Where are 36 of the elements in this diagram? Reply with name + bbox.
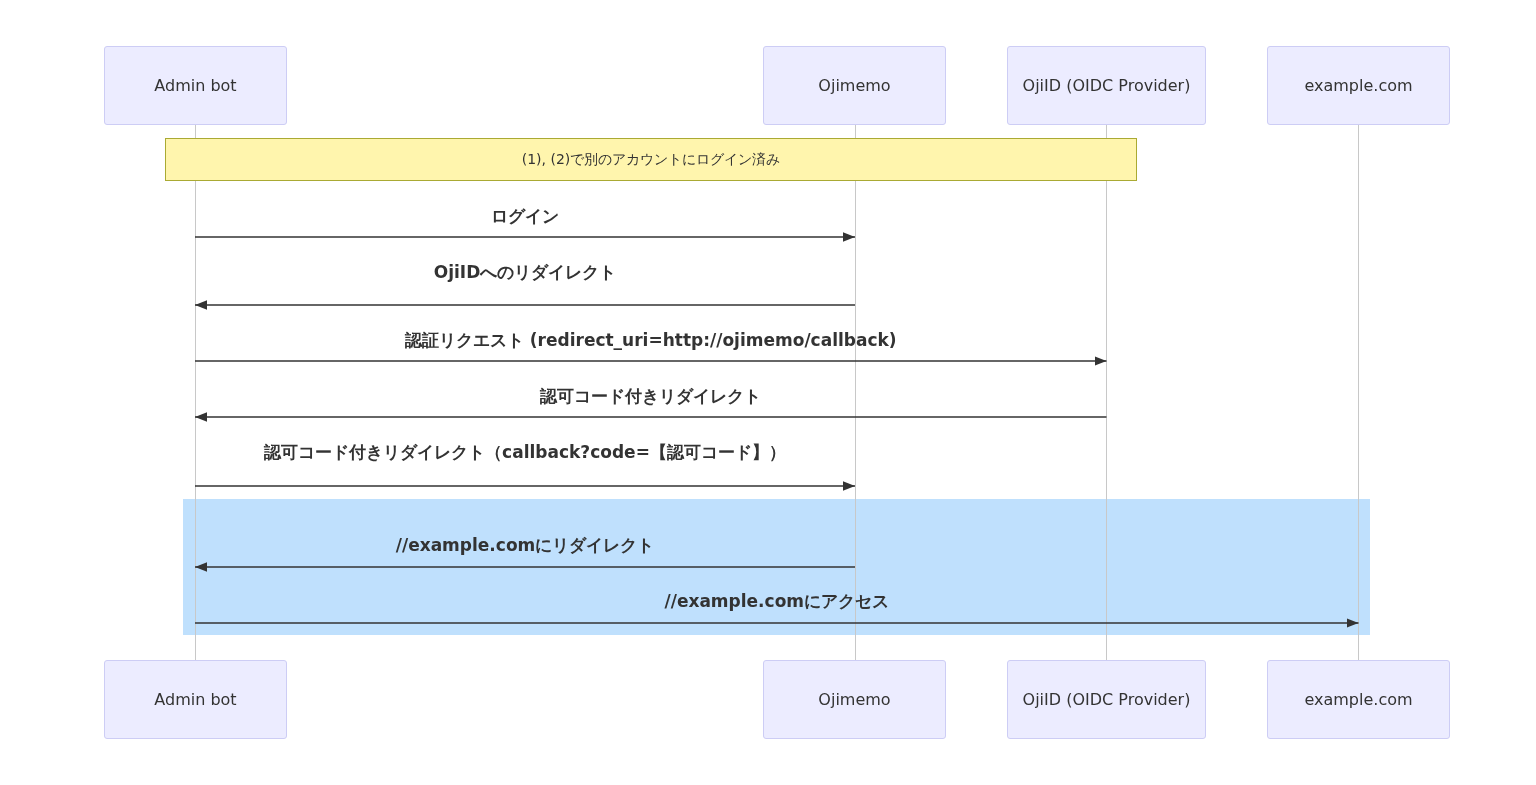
note-text: (1), (2)で別のアカウントにログイン済み [521, 150, 781, 169]
participant-box [1007, 46, 1206, 125]
participant-box [763, 660, 946, 739]
message-label: 認証リクエスト (redirect_uri=http://ojimemo/callback) [404, 329, 897, 351]
message-arrow [194, 356, 1108, 366]
participant-name: example.com [1304, 690, 1413, 709]
message-arrow [194, 562, 856, 572]
participant-box [104, 660, 287, 739]
message-label: OjiIDへのリダイレクト [433, 261, 617, 283]
participant-name: OjiID (OIDC Provider) [1022, 690, 1191, 709]
lifeline [1106, 125, 1107, 660]
message-label: 認可コード付きリダイレクト（callback?code=【認可コード】） [264, 441, 786, 463]
message-arrow [194, 481, 856, 491]
lifeline [854, 125, 856, 660]
participant-name: Admin bot [154, 690, 237, 709]
participant-box [1007, 660, 1206, 739]
message-arrow [194, 232, 856, 242]
participant-box [104, 46, 287, 125]
participant-name: Admin bot [154, 76, 237, 95]
note-box [165, 138, 1137, 181]
message-arrow [194, 412, 1108, 422]
participant-name: OjiID (OIDC Provider) [1022, 76, 1191, 95]
message-label: 認可コード付きリダイレクト [540, 385, 762, 407]
participant-box [1267, 46, 1450, 125]
message-label: ログイン [491, 205, 559, 227]
lifeline [194, 125, 196, 660]
participant-name: Ojimemo [818, 690, 891, 709]
participant-box [1267, 660, 1450, 739]
participant-name: Ojimemo [818, 76, 891, 95]
message-arrow [194, 300, 856, 310]
lifeline [1358, 125, 1359, 660]
message-label: //example.comにリダイレクト [395, 534, 655, 556]
message-label: //example.comにアクセス [664, 590, 890, 612]
participant-box [763, 46, 946, 125]
participant-name: example.com [1304, 76, 1413, 95]
message-arrow [194, 618, 1360, 628]
